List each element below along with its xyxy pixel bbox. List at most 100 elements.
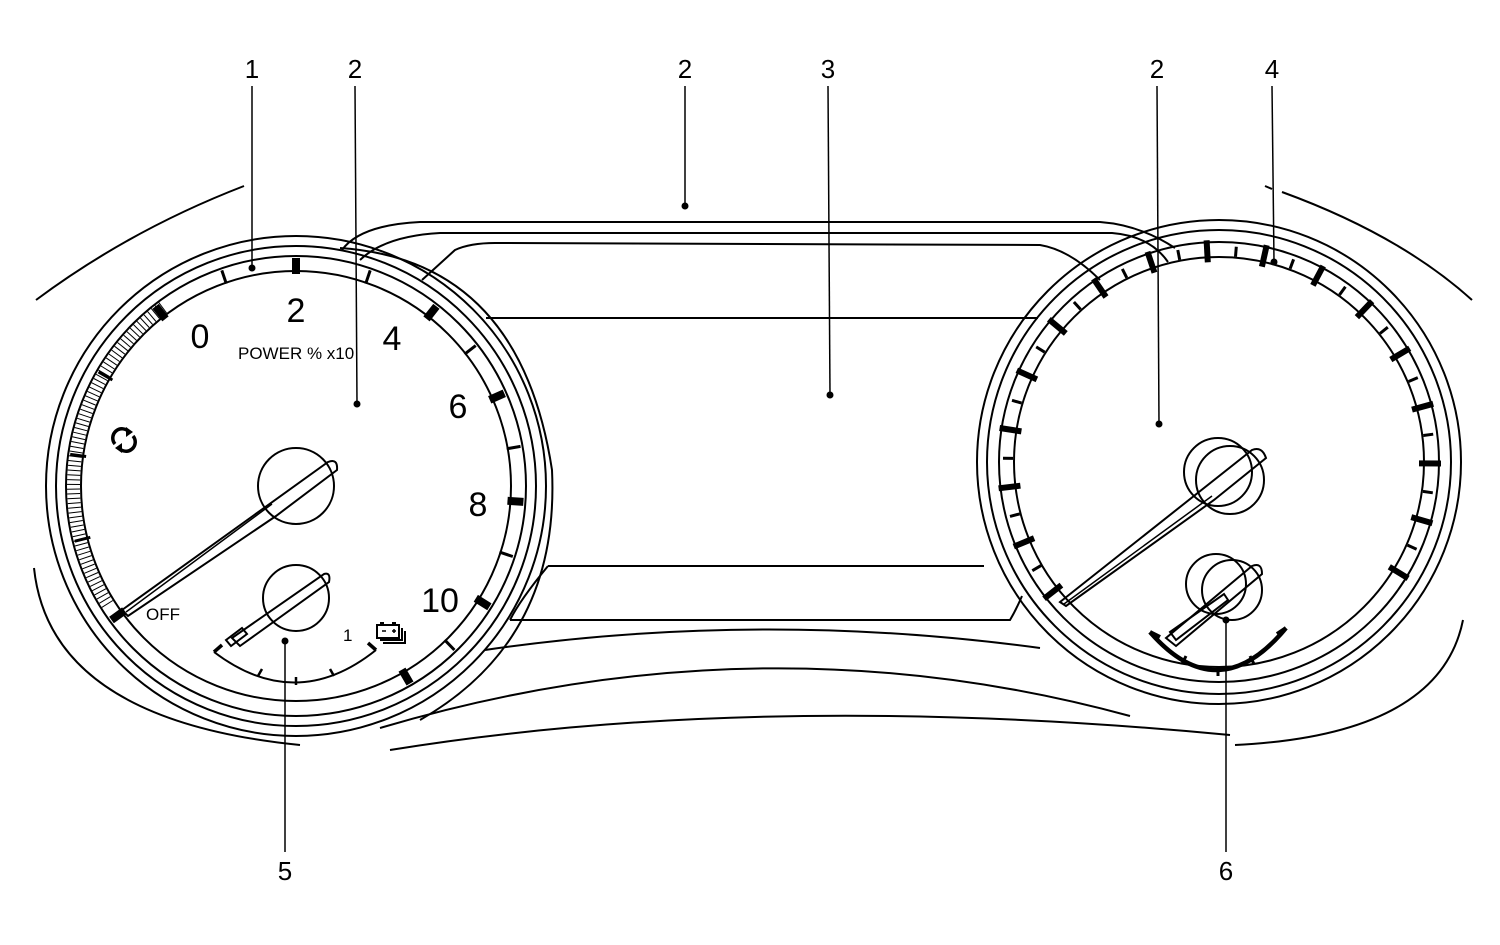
hatch-line — [143, 314, 153, 325]
power-meter-gauge: 0 2 4 6 8 10 POWER % x10 OFF — [45, 235, 554, 737]
major-tick — [1258, 244, 1270, 268]
hatch-line — [74, 542, 88, 547]
hatch-line — [136, 320, 147, 331]
speed-needle-hub-back — [1183, 437, 1253, 507]
major-tick — [398, 667, 414, 686]
hatch-line — [75, 422, 89, 427]
hatch-line — [87, 576, 101, 583]
callout-leaders — [248, 85, 1278, 852]
hatch-line — [96, 592, 109, 600]
hatch-line — [80, 559, 94, 565]
callout-5: 5 — [278, 856, 292, 886]
minor-tick — [1408, 376, 1419, 383]
major-tick — [1015, 367, 1039, 383]
power-unit-label: POWER % x10 — [238, 344, 354, 363]
hatch-line — [68, 506, 82, 509]
hatch-line — [85, 395, 98, 402]
speed-needle — [1058, 448, 1268, 608]
hatch-line — [103, 361, 115, 370]
major-tick — [999, 425, 1022, 435]
hatch-line — [67, 469, 81, 472]
hatch-line — [101, 600, 114, 608]
dashboard-outline — [33, 185, 1473, 751]
callout-4: 4 — [1265, 54, 1279, 84]
callout-3: 3 — [821, 54, 835, 84]
major-tick — [1410, 514, 1434, 527]
power-needle — [120, 460, 339, 618]
hatch-line — [94, 588, 107, 596]
hatch-line — [73, 431, 87, 436]
callout-6: 6 — [1219, 856, 1233, 886]
minor-tick — [1009, 512, 1021, 518]
major-tick — [1411, 400, 1434, 413]
hatch-line — [67, 493, 81, 495]
minor-tick — [1338, 285, 1347, 296]
scale-label-2: 2 — [287, 292, 306, 330]
hatch-line — [67, 502, 81, 505]
major-tick — [507, 496, 524, 506]
major-tick — [1012, 535, 1036, 550]
minor-tick — [1422, 489, 1434, 495]
hatch-line — [98, 369, 110, 378]
hatch-line — [79, 555, 92, 561]
major-tick — [423, 303, 440, 322]
speedometer-gauge — [976, 219, 1462, 705]
scale-label-0: 0 — [191, 318, 210, 356]
hatch-line — [114, 345, 126, 355]
hatch-line — [105, 357, 118, 366]
hatch-line — [71, 441, 85, 445]
hatch-line — [117, 342, 129, 352]
hatch-line — [100, 365, 113, 374]
center-display-housing — [341, 221, 1176, 651]
minor-tick — [1234, 246, 1238, 257]
hatch-line — [92, 584, 105, 592]
callout-1: 1 — [245, 54, 259, 84]
hatch-line — [77, 417, 90, 423]
hatch-line — [87, 390, 100, 398]
hatch-line — [158, 302, 168, 314]
hatch-line — [70, 524, 84, 528]
hatch-line — [77, 550, 91, 556]
scale-label-6: 6 — [449, 388, 468, 426]
minor-tick — [1406, 543, 1418, 551]
hatch-line — [80, 408, 93, 414]
hatch-line — [89, 580, 103, 587]
charge-tick — [69, 452, 87, 458]
hatch-line — [69, 450, 83, 454]
hatch-line — [120, 338, 131, 348]
major-tick — [1091, 277, 1109, 299]
hatch-line — [133, 324, 144, 335]
minor-tick — [463, 344, 477, 356]
charge-tick — [97, 370, 114, 382]
callout-2c: 2 — [1150, 54, 1164, 84]
major-tick — [1046, 316, 1068, 336]
hatch-line — [126, 331, 137, 341]
hatch-line — [111, 349, 123, 359]
hatch-line — [69, 515, 83, 519]
minor-tick — [1031, 564, 1042, 572]
power-scale-ticks — [69, 258, 524, 686]
callout-2b: 2 — [678, 54, 692, 84]
major-tick — [1310, 264, 1326, 287]
hatch-line — [83, 399, 96, 406]
hatch-line — [68, 511, 82, 514]
hatch-line — [91, 382, 104, 390]
hatch-line — [76, 546, 89, 552]
minor-tick — [1072, 300, 1082, 311]
hatch-line — [123, 334, 134, 345]
hatch-line — [150, 308, 160, 319]
hatch-line — [68, 460, 82, 463]
hatch-line — [108, 353, 120, 362]
major-tick — [998, 482, 1021, 492]
hatch-line — [93, 378, 106, 386]
hatch-line — [67, 464, 81, 467]
hatch-line — [69, 520, 83, 524]
hatch-line — [129, 327, 140, 338]
off-label: OFF — [146, 605, 180, 624]
battery-max-label: 1 — [343, 626, 352, 645]
hatch-line — [84, 567, 97, 574]
major-tick — [488, 389, 506, 404]
minor-tick — [1423, 432, 1434, 437]
major-tick — [152, 303, 169, 322]
